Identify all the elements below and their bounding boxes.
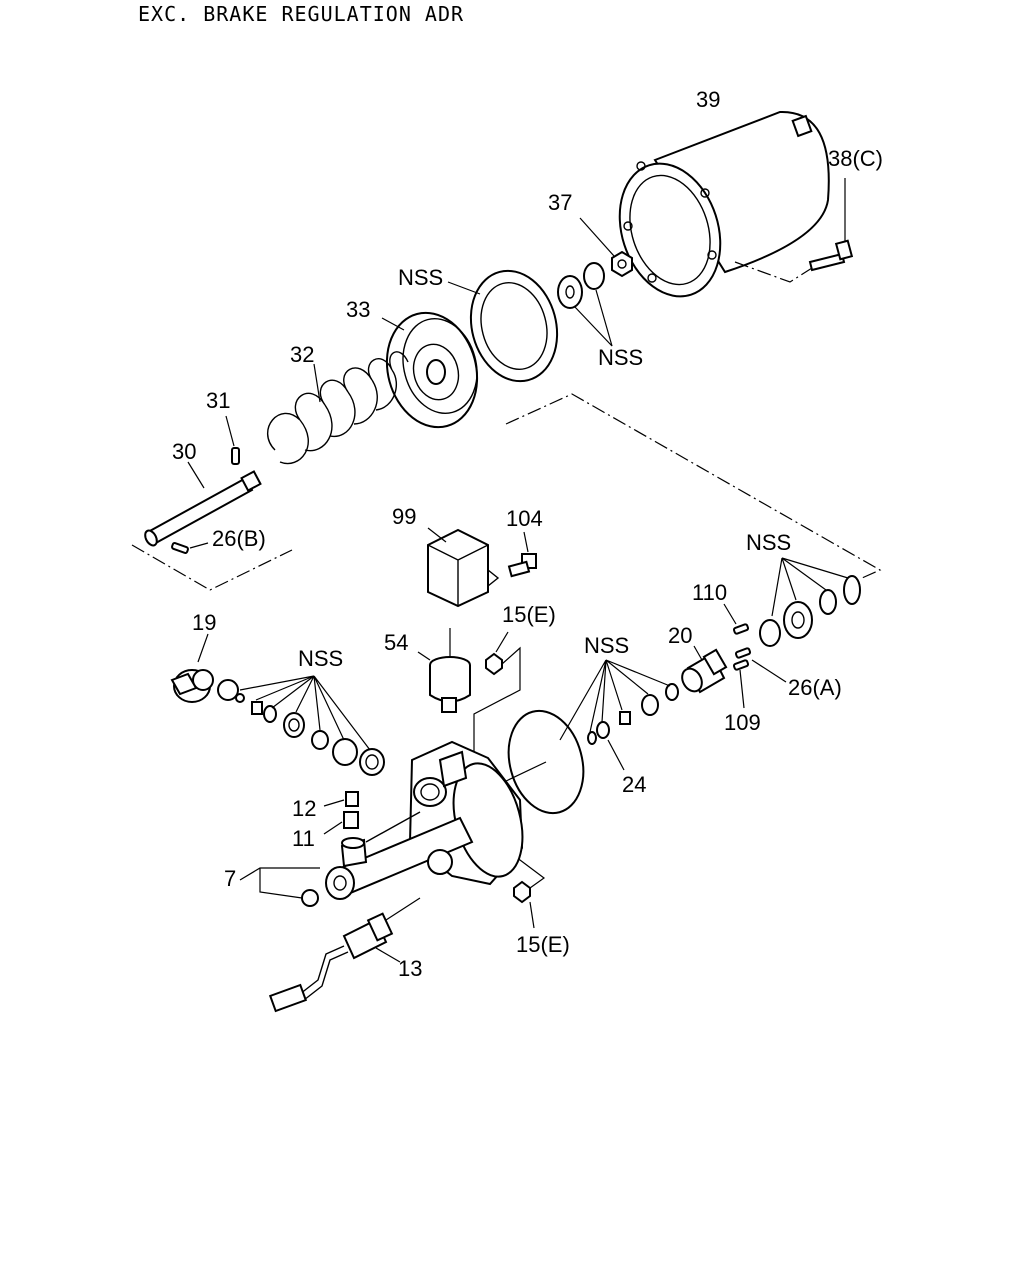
label-20: 20 — [668, 623, 692, 648]
part-12-screw — [323, 791, 359, 807]
label-104: 104 — [506, 506, 543, 531]
part-54-valve — [417, 628, 471, 713]
label-15e-bottom: 15(E) — [516, 932, 570, 957]
label-13: 13 — [398, 956, 422, 981]
part-38-bolt — [734, 178, 854, 283]
part-30-rod — [144, 461, 262, 547]
part-37-nut — [579, 217, 633, 278]
label-nss-washers: NSS — [598, 345, 643, 370]
part-19-fitting — [170, 633, 214, 703]
left-seals-nss — [217, 675, 385, 776]
label-31: 31 — [206, 388, 230, 413]
seal-ring-nss — [447, 269, 559, 383]
washers-nss — [557, 262, 613, 347]
part-26a-pin — [734, 647, 787, 683]
right-seals-nss — [759, 557, 861, 647]
label-nss-left: NSS — [298, 646, 343, 671]
label-15e-top: 15(E) — [502, 602, 556, 627]
label-nss-right: NSS — [746, 530, 791, 555]
label-109: 109 — [724, 710, 761, 735]
part-13-sensor — [268, 897, 421, 1013]
label-nss-seal: NSS — [398, 265, 443, 290]
part-39-housing — [618, 110, 830, 298]
part-7-plug — [239, 867, 320, 907]
label-39: 39 — [696, 87, 720, 112]
part-15e-nut-top — [473, 631, 521, 782]
label-11: 11 — [292, 826, 315, 851]
diaphragm-nss — [503, 659, 679, 815]
label-38c: 38(C) — [828, 146, 883, 171]
label-26a: 26(A) — [788, 675, 842, 700]
part-20-sleeve — [681, 645, 728, 694]
label-37: 37 — [548, 190, 572, 215]
part-32-spring — [267, 351, 409, 465]
assembly-line-upper — [505, 393, 882, 579]
part-104-bolt — [507, 531, 537, 578]
part-11-valve — [323, 811, 359, 835]
assembly-line-left — [131, 544, 293, 591]
label-33: 33 — [346, 297, 370, 322]
main-valve-body — [325, 740, 524, 900]
label-12: 12 — [292, 796, 316, 821]
part-31-pin — [225, 415, 240, 465]
label-24: 24 — [622, 772, 646, 797]
label-110: 110 — [692, 580, 727, 605]
part-26b-pin — [171, 542, 209, 554]
label-nss-mid: NSS — [584, 633, 629, 658]
page-title: EXC. BRAKE REGULATION ADR — [138, 2, 465, 26]
label-32: 32 — [290, 342, 314, 367]
part-109-pin — [732, 659, 750, 709]
label-99: 99 — [392, 504, 416, 529]
label-26b: 26(B) — [212, 526, 266, 551]
label-30: 30 — [172, 439, 196, 464]
label-54: 54 — [384, 630, 408, 655]
label-19: 19 — [192, 610, 216, 635]
part-110-pin — [723, 603, 750, 635]
part-33-piston — [381, 311, 479, 429]
label-7: 7 — [224, 866, 236, 891]
part-99-bracket — [427, 527, 500, 608]
